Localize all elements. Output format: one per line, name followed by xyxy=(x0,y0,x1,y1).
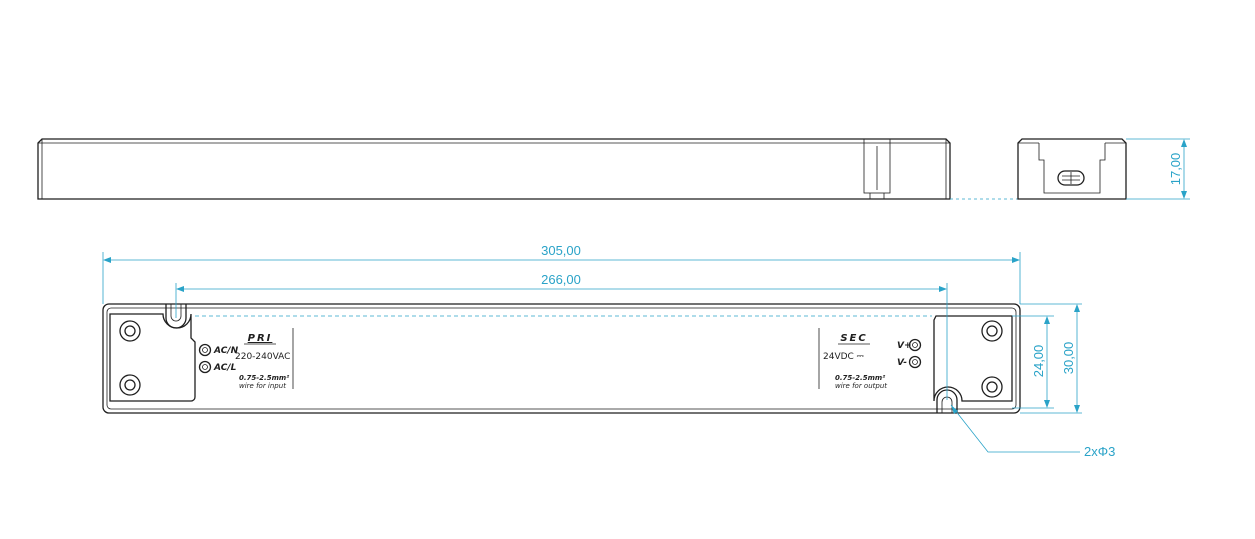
secondary-voltage: 24VDC ⎓ xyxy=(823,352,864,362)
right-mounting-plate xyxy=(933,315,1013,402)
terminal-ac-l xyxy=(198,360,212,374)
height-arrow-bottom xyxy=(1181,191,1187,199)
hole-callout-label: 2xΦ3 xyxy=(1084,444,1115,459)
top-view-body xyxy=(102,303,1021,414)
inner-width-label: 24,00 xyxy=(1031,345,1046,378)
terminal-vpos xyxy=(908,338,922,352)
spacing-arrow-left xyxy=(176,286,184,292)
end-view xyxy=(1017,138,1127,200)
top-view: AC/N AC/L PRI 220-240VAC 0.75-2.5mm² wir… xyxy=(102,303,1021,414)
screw-hole-right-top xyxy=(981,320,1003,342)
overall-length-dimension: 305,00 xyxy=(102,243,1021,304)
secondary-heading: SEC xyxy=(840,333,867,344)
hole-spacing-dimension: 266,00 xyxy=(175,272,948,400)
primary-voltage: 220-240VAC xyxy=(235,352,290,362)
end-view-recess xyxy=(1038,143,1106,194)
inner-width-arrow-bottom xyxy=(1044,400,1050,408)
terminal-ac-l-label: AC/L xyxy=(213,363,237,373)
outer-width-dimension: 30,00 xyxy=(1020,303,1082,414)
side-view-body xyxy=(37,138,951,200)
secondary-wire-spec: 0.75-2.5mm² xyxy=(835,374,886,382)
side-view-terminal-block xyxy=(863,138,891,194)
hole-callout-arrow xyxy=(951,405,958,414)
primary-heading: PRI xyxy=(248,333,273,344)
outer-width-arrow-top xyxy=(1074,304,1080,312)
spacing-arrow-right xyxy=(939,286,947,292)
outer-width-arrow-bottom xyxy=(1074,405,1080,413)
primary-wire-spec: 0.75-2.5mm² xyxy=(239,374,290,382)
screw-hole-left-top xyxy=(119,320,141,342)
overall-length-label: 305,00 xyxy=(541,243,581,258)
terminal-vpos-label: V+ xyxy=(897,341,912,351)
terminal-ac-n xyxy=(198,343,212,357)
height-dimension: 17,00 xyxy=(1126,138,1190,200)
screw-hole-right-bottom xyxy=(981,376,1003,398)
outer-width-label: 30,00 xyxy=(1061,342,1076,375)
inner-width-arrow-top xyxy=(1044,316,1050,324)
left-slot-inner xyxy=(170,304,182,322)
screw-hole-left-bottom xyxy=(119,374,141,396)
hole-callout-leader xyxy=(950,404,1080,453)
length-arrow-right xyxy=(1012,257,1020,263)
height-arrow-top xyxy=(1181,139,1187,147)
length-arrow-left xyxy=(103,257,111,263)
end-view-cable-grommet xyxy=(1057,170,1085,186)
terminal-vneg xyxy=(908,355,922,369)
secondary-wire-note: wire for output xyxy=(835,382,887,390)
end-view-body xyxy=(1017,138,1127,200)
terminal-ac-n-label: AC/N xyxy=(213,346,239,356)
inner-width-dimension: 24,00 xyxy=(1012,315,1054,409)
terminal-vneg-label: V- xyxy=(897,358,907,368)
left-mounting-plate xyxy=(109,313,196,402)
side-view xyxy=(37,138,951,200)
primary-wire-note: wire for input xyxy=(239,382,286,390)
left-slot xyxy=(165,304,187,329)
height-label: 17,00 xyxy=(1168,153,1183,186)
hole-callout: 2xΦ3 xyxy=(950,404,1115,459)
top-view-inner-edge xyxy=(106,307,1017,410)
hole-spacing-label: 266,00 xyxy=(541,272,581,287)
